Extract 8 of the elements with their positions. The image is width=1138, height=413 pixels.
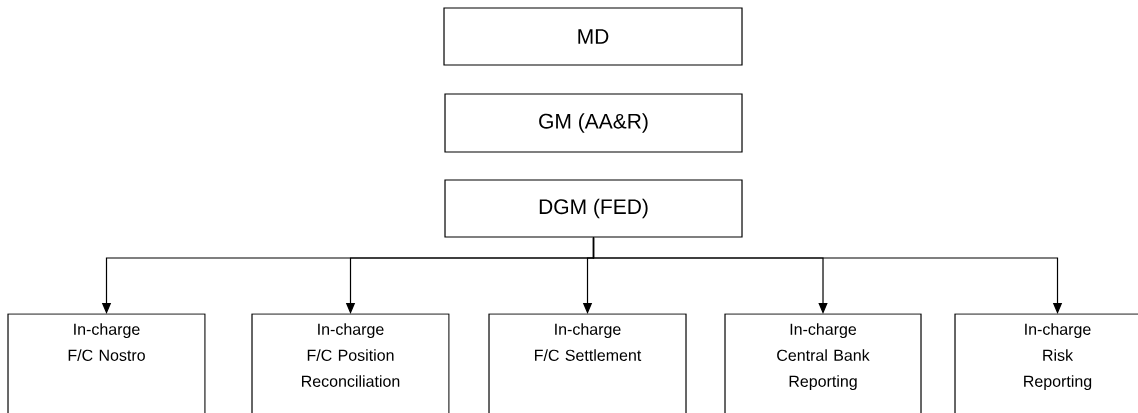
role-box: In-charge F/C Settlement	[488, 313, 687, 413]
role-box: In-charge Risk Reporting	[954, 313, 1138, 413]
role-box: In-charge F/C Position Reconciliation	[251, 313, 450, 413]
title-box: GM (AA&R)	[444, 93, 743, 153]
role-box: In-charge F/C Nostro	[7, 313, 206, 413]
title-box: DGM (FED)	[444, 179, 743, 238]
title-box: MD	[443, 7, 743, 66]
role-box: In-charge Central Bank Reporting	[724, 313, 922, 413]
